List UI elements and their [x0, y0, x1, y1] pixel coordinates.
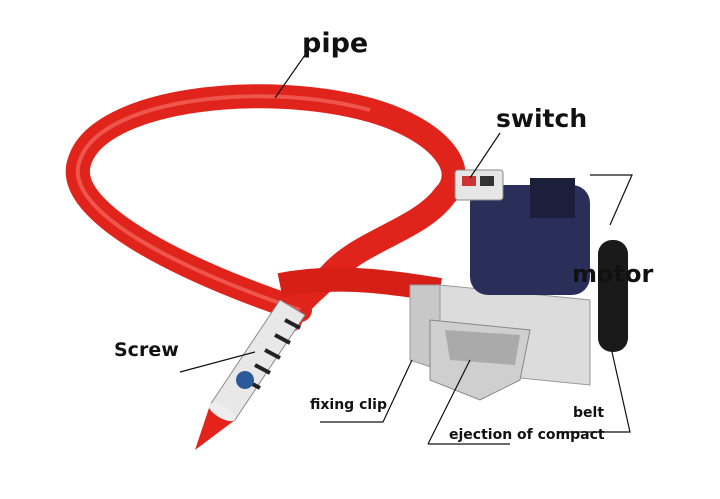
label-fixing-clip: fixing clip [310, 397, 387, 413]
label-ejection: ejection of compact [449, 427, 605, 443]
label-pipe: pipe [302, 28, 369, 59]
belt-pulley [598, 240, 628, 352]
screw-intake [195, 299, 306, 450]
label-switch: switch [496, 104, 588, 133]
label-screw: Screw [114, 339, 179, 361]
leader-lines [179, 54, 633, 445]
machine-housing [409, 284, 591, 401]
label-motor: motor [572, 260, 654, 288]
motor-body [454, 169, 590, 295]
label-belt: belt [573, 405, 605, 421]
